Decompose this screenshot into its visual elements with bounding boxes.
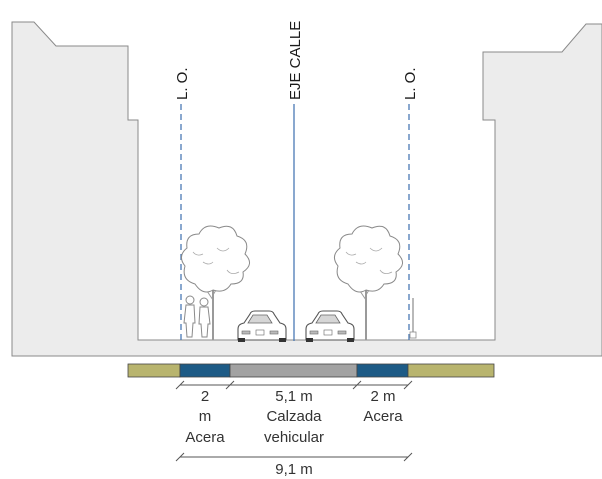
right-sidewalk-name: Acera [363, 408, 403, 425]
street-section-outline [11, 21, 602, 357]
total-width-label: 9,1 m [275, 461, 313, 478]
strip-left-sidewalk [179, 363, 231, 378]
strip-right-green [407, 363, 495, 378]
segment-dimension-line [175, 380, 413, 390]
roadway-name-line1: Calzada [266, 408, 322, 425]
center-axis-label: EJE CALLE [287, 21, 304, 100]
strip-roadway [229, 363, 358, 378]
left-sidewalk-name: Acera [185, 429, 225, 446]
left-sidewalk-width-number: 2 [201, 388, 209, 405]
right-sidewalk-width: 2 m [370, 388, 395, 405]
roadway-name-line2: vehicular [264, 429, 324, 446]
strip-left-green [127, 363, 181, 378]
car-icon [237, 310, 287, 343]
post-icon [409, 298, 417, 339]
car-icon [305, 310, 355, 343]
roadway-width: 5,1 m [275, 388, 313, 405]
strip-right-sidewalk [356, 363, 409, 378]
pedestrian-icon [183, 295, 211, 338]
total-dimension-line [175, 452, 413, 462]
left-property-line-label: L. O. [174, 67, 191, 100]
section-strip [127, 363, 495, 378]
left-sidewalk-width-unit: m [199, 408, 212, 425]
right-property-line-label: L. O. [402, 67, 419, 100]
